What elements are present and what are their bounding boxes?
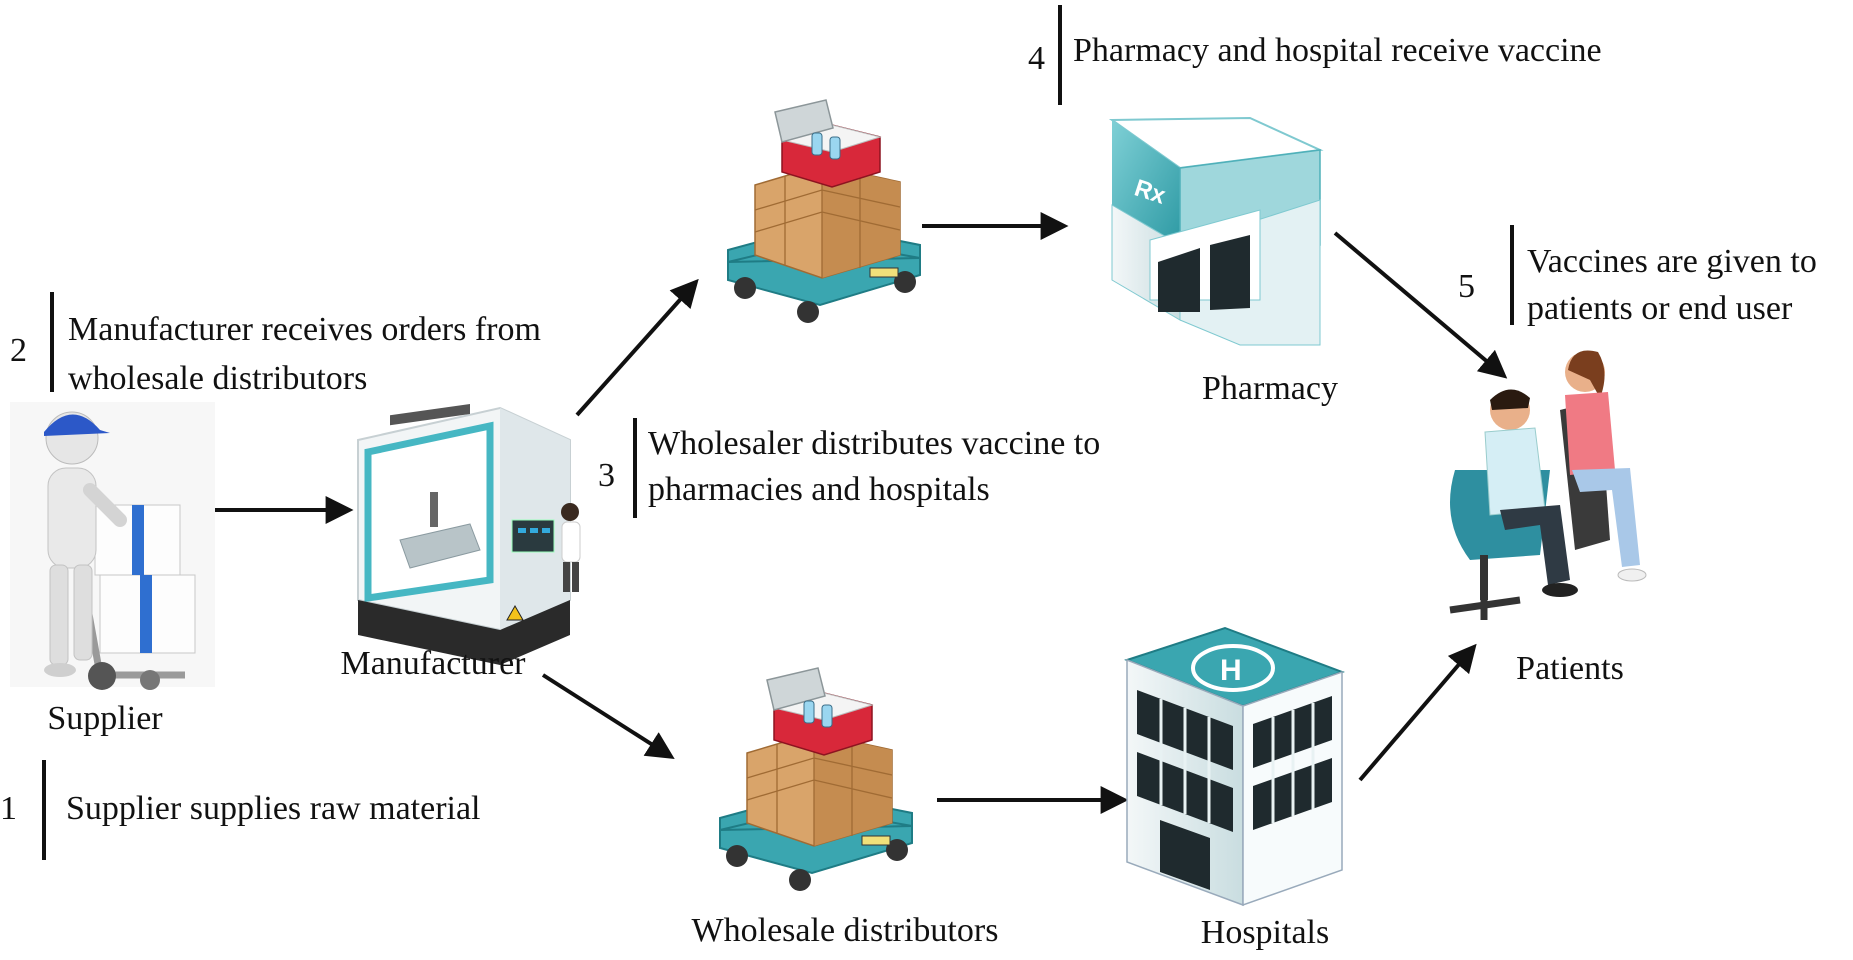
- caption-manufacturer: Manufacturer: [340, 645, 526, 682]
- arrow-pharmacy-to-patients: [1333, 231, 1508, 379]
- caption-patients: Patients: [1516, 650, 1624, 687]
- step-2-text-line-2: wholesale distributors: [68, 360, 368, 397]
- step-3-number: 3: [598, 457, 615, 494]
- step-2-number: 2: [10, 332, 27, 369]
- caption-wholesale-distributors: Wholesale distributors: [691, 912, 999, 949]
- step-3-text-line-2: pharmacies and hospitals: [648, 471, 990, 508]
- distributor-cart-top-illustration: [727, 99, 921, 323]
- arrow-manufacturer-to-bottom-distributor: [541, 673, 675, 760]
- manufacturer-illustration: [357, 403, 581, 665]
- arrow-manufacturer-to-top-distributor: [575, 278, 699, 417]
- step-4-text: Pharmacy and hospital receive vaccine: [1073, 32, 1602, 69]
- patients-illustration: [1449, 350, 1647, 620]
- step-5-text-line-1: Vaccines are given to: [1527, 243, 1817, 280]
- step-1-text: Supplier supplies raw material: [66, 790, 481, 827]
- step-3-text-line-1: Wholesaler distributes vaccine to: [648, 425, 1101, 462]
- step-2-text-line-1: Manufacturer receives orders from: [68, 311, 541, 348]
- step-4-number: 4: [1028, 40, 1045, 77]
- hospitals-illustration: H: [1124, 626, 1345, 907]
- caption-hospitals: Hospitals: [1200, 914, 1330, 951]
- step-5-text-line-2: patients or end user: [1527, 290, 1793, 327]
- hospital-h-sign: H: [1220, 654, 1242, 687]
- step-bars: [42, 5, 1514, 860]
- distributor-cart-bottom-illustration: [719, 667, 913, 891]
- flow-arrows: [170, 212, 1508, 814]
- step-1-number: 1: [0, 790, 17, 827]
- pharmacy-illustration: Rx: [1108, 116, 1324, 346]
- arrow-hospitals-to-patients: [1358, 643, 1477, 782]
- step-5-number: 5: [1458, 268, 1475, 305]
- caption-pharmacy: Pharmacy: [1202, 370, 1338, 407]
- supplier-illustration: [10, 402, 215, 690]
- caption-supplier: Supplier: [47, 700, 163, 737]
